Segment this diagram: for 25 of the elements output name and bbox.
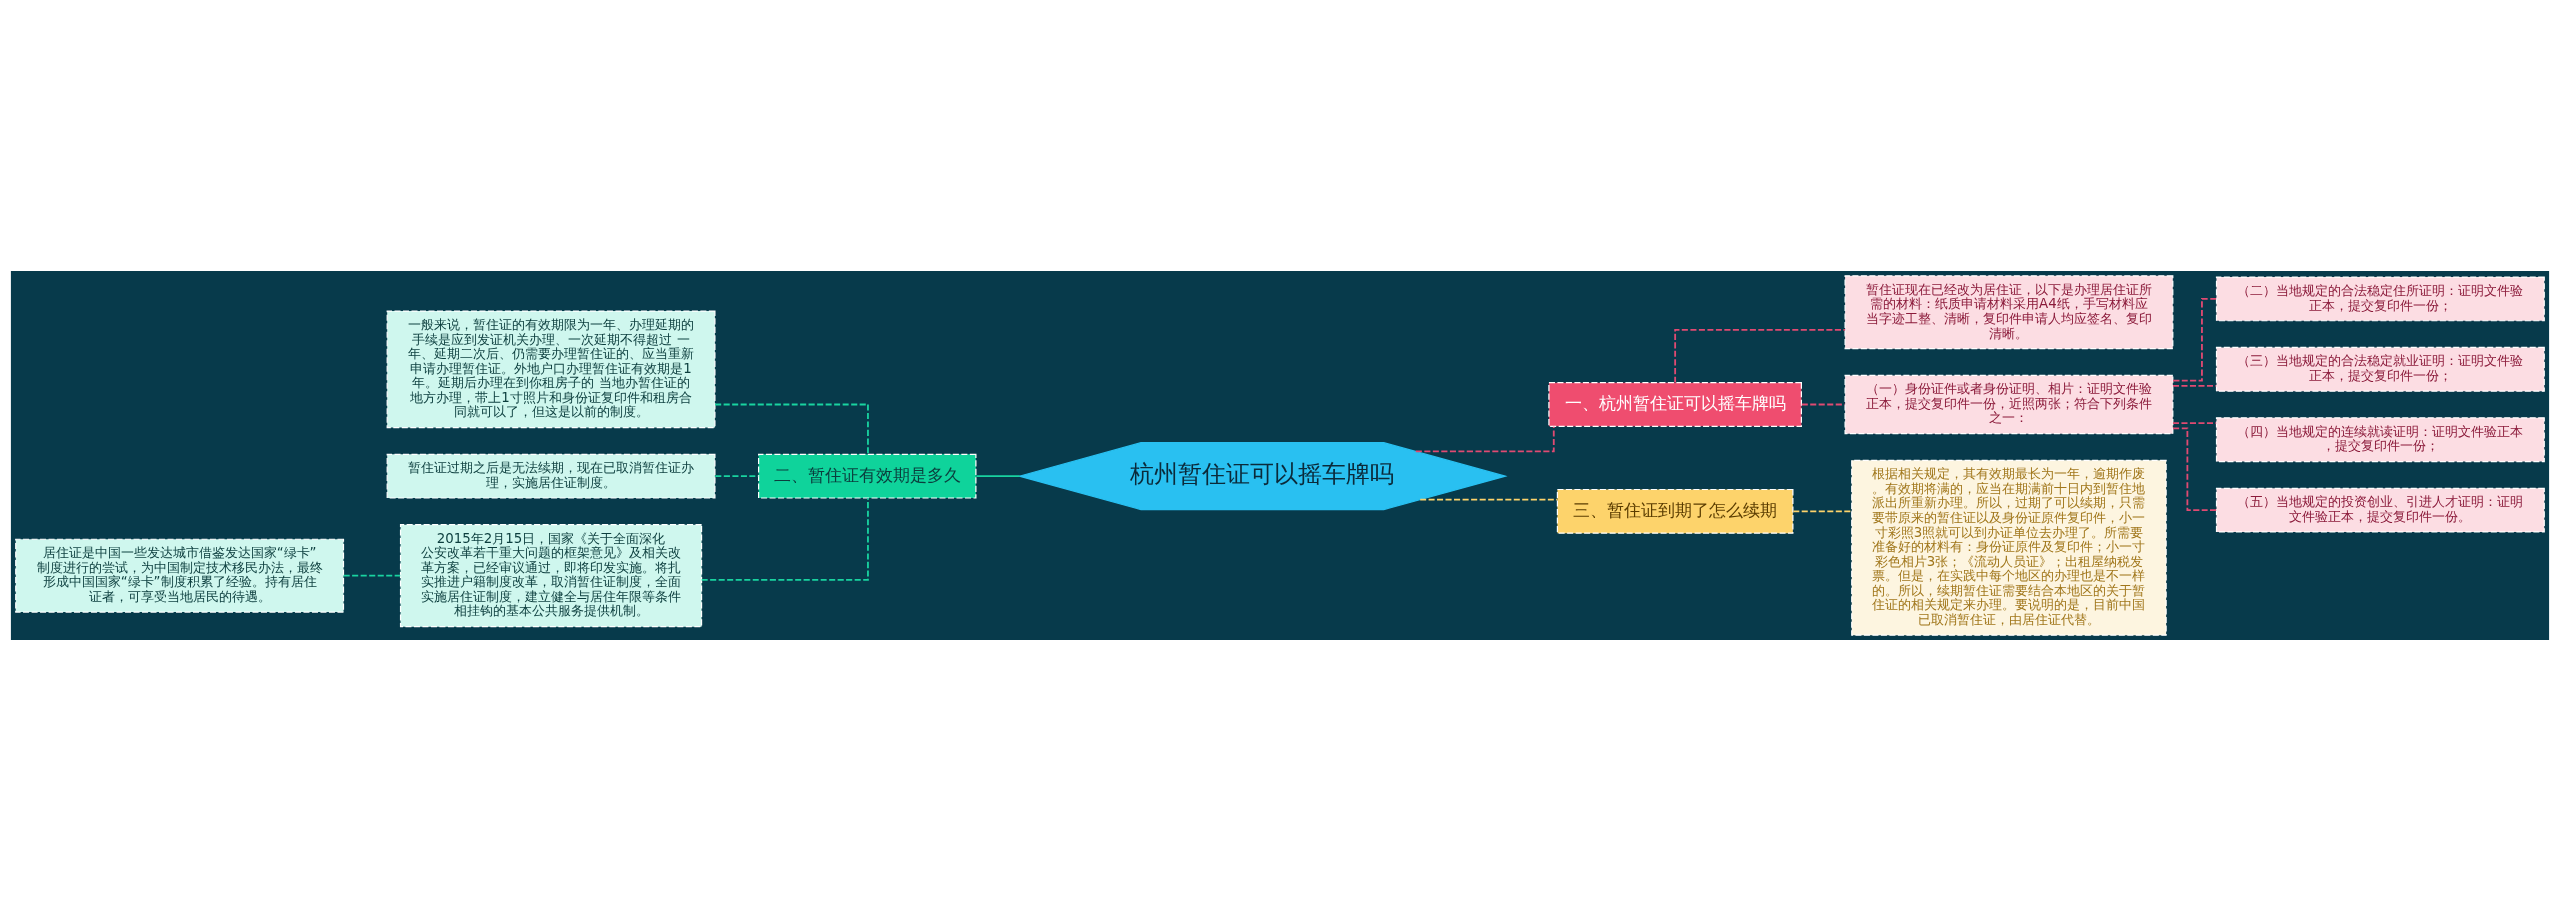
connector bbox=[342, 574, 402, 577]
node-box: 二、暂住证有效期是多久 bbox=[758, 453, 977, 499]
connector bbox=[1792, 510, 1853, 513]
node-box: （二）当地规定的合法稳定住所证明：证明文件验正本，提交复印件一份； bbox=[2215, 276, 2545, 322]
node-box: 2015年2月15日，国家《关于全面深化公安改革若干重大问题的框架意见》及相关改革方案，已经审议通过，即将印发实施。将扎实推进户籍制度改革，取消暂住证制度，全面实施居住证制度，建立健全与居住年限等条件相挂钩的基本公共服务提供机制。 bbox=[399, 524, 703, 628]
node-box: （一）身份证件或者身份证明、相片：证明文件验正本，提交复印件一份，近照两张；符合下列条件之一： bbox=[1844, 374, 2174, 435]
connector bbox=[2172, 298, 2218, 382]
node-box: 暂住证现在已经改为居住证，以下是办理居住证所需的材料：纸质申请材料采用A4纸，手写材料应当字迹工整、清晰，复印件申请人均应签名、复印清晰。 bbox=[1844, 275, 2174, 350]
connector bbox=[1800, 403, 1846, 406]
node-box: （四）当地规定的连续就读证明：证明文件验正本，提交复印件一份； bbox=[2215, 417, 2545, 463]
connector bbox=[714, 403, 869, 456]
node-box: （三）当地规定的合法稳定就业证明：证明文件验正本，提交复印件一份； bbox=[2215, 346, 2545, 392]
node-box: 根据相关规定，其有效期最长为一年，逾期作废。有效期将满的，应当在期满前十日内到暂住地派出所重新办理。所以，过期了可以续期，只需要带原来的暂住证以及身份证原件复印件，小一寸彩照3照就可以到办证单位去办理了。所需要准备好的材料有：身份证原件及复印件；小一寸彩色相片3张；《流动人员证》；出租屋纳税发票。但是，在实践中每个地区的办理也是不一样的。所以，续期暂住证需要结合本地区的关于暂住证的相关规定来办理。要说明的是，目前中国已取消暂住证，由居住证代替。 bbox=[1851, 459, 2167, 636]
node-box: 三、暂住证到期了怎么续期 bbox=[1556, 488, 1794, 534]
connector bbox=[2172, 422, 2218, 425]
node-box: 一、杭州暂住证可以摇车牌吗 bbox=[1548, 382, 1802, 427]
connector bbox=[1419, 498, 1559, 501]
node-box: （五）当地规定的投资创业、引进人才证明：证明文件验正本，提交复印件一份。 bbox=[2215, 487, 2545, 533]
node-box: 暂住证过期之后是无法续期，现在已取消暂住证办理，实施居住证制度。 bbox=[386, 453, 716, 499]
node-box: 居住证是中国一些发达城市借鉴发达国家“绿卡”制度进行的尝试，为中国制定技术移民办法，最终形成中国国家“绿卡”制度积累了经验。持有居住证者，可享受当地居民的待遇。 bbox=[15, 538, 345, 613]
connector bbox=[1674, 328, 1846, 384]
node-box: 一般来说，暂住证的有效期限为一年、办理延期的手续是应到发证机关办理、一次延期不得超过 一年、延期二次后、仍需要办理暂住证的、应当重新申请办理暂住证。外地户口办理暂住证有效期是1年。延期后办理在到你租房子的 当地办暂住证的地方办理，带上1寸照片和身份证复印件和租房合同就可以了，但这是以前的制度。 bbox=[386, 310, 716, 429]
connector bbox=[700, 497, 869, 581]
connector bbox=[975, 475, 1021, 478]
connector bbox=[2172, 385, 2218, 387]
